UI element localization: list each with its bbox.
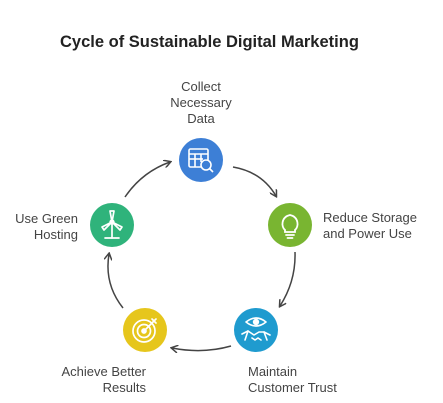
node-reduce-storage <box>268 203 312 247</box>
label-maintain-trust: Maintain Customer Trust <box>248 364 337 395</box>
lightbulb-icon <box>281 214 299 239</box>
arrow-reduce-to-maintain <box>280 251 296 306</box>
table-search-icon <box>188 148 214 173</box>
label-achieve-results: Achieve Better Results <box>61 364 146 395</box>
node-maintain-trust <box>234 308 278 352</box>
wind-turbine-icon <box>101 210 123 239</box>
handshake-eye-icon <box>241 317 271 341</box>
label-green-hosting: Use Green Hosting <box>15 211 78 242</box>
node-green-hosting <box>90 203 134 247</box>
node-collect-data <box>179 138 223 182</box>
arrow-green-to-collect <box>124 162 170 198</box>
label-collect-data: Collect Necessary Data <box>170 79 232 126</box>
diagram-title: Cycle of Sustainable Digital Marketing <box>60 33 359 51</box>
target-icon <box>132 318 157 343</box>
arrow-maintain-to-achieve <box>172 346 232 351</box>
label-reduce-storage: Reduce Storage and Power Use <box>323 210 417 241</box>
node-achieve-results <box>123 308 167 352</box>
arrow-collect-to-reduce <box>232 166 276 196</box>
arrow-achieve-to-green <box>108 254 124 309</box>
